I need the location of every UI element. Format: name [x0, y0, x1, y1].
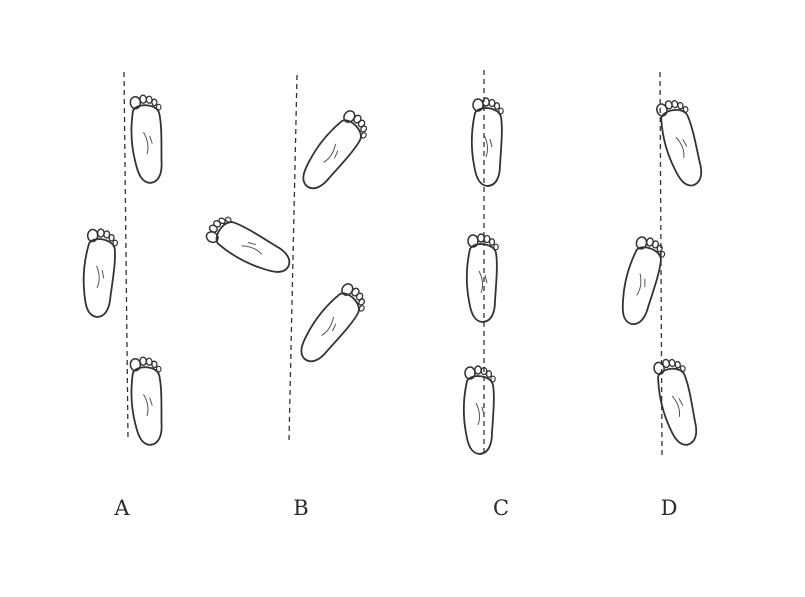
- panel-label-c: C: [481, 496, 521, 520]
- panel-label-d: D: [649, 496, 689, 520]
- panel-label-b: B: [281, 496, 321, 520]
- footprint-c-3: [464, 366, 495, 454]
- footprint-a-2: [81, 228, 118, 318]
- panel-label-a: A: [102, 496, 142, 520]
- footprint-b-2: [203, 212, 295, 281]
- footprint-d-2: [616, 235, 668, 328]
- footprint-a-3: [129, 356, 166, 446]
- footprint-c-1: [472, 98, 503, 186]
- footprint-b-3: [293, 280, 372, 369]
- panel-b: [203, 75, 373, 440]
- footprint-d-3: [651, 355, 703, 448]
- footprint-d-1: [654, 96, 708, 189]
- footprint-a-1: [129, 94, 166, 184]
- footprint-b-1: [295, 107, 374, 196]
- panel-d: [616, 72, 709, 455]
- progression-line-a: [124, 72, 128, 438]
- panel-a: [81, 72, 166, 446]
- panel-c: [464, 70, 503, 455]
- footprint-c-2: [467, 234, 498, 322]
- progression-line-b: [289, 75, 297, 440]
